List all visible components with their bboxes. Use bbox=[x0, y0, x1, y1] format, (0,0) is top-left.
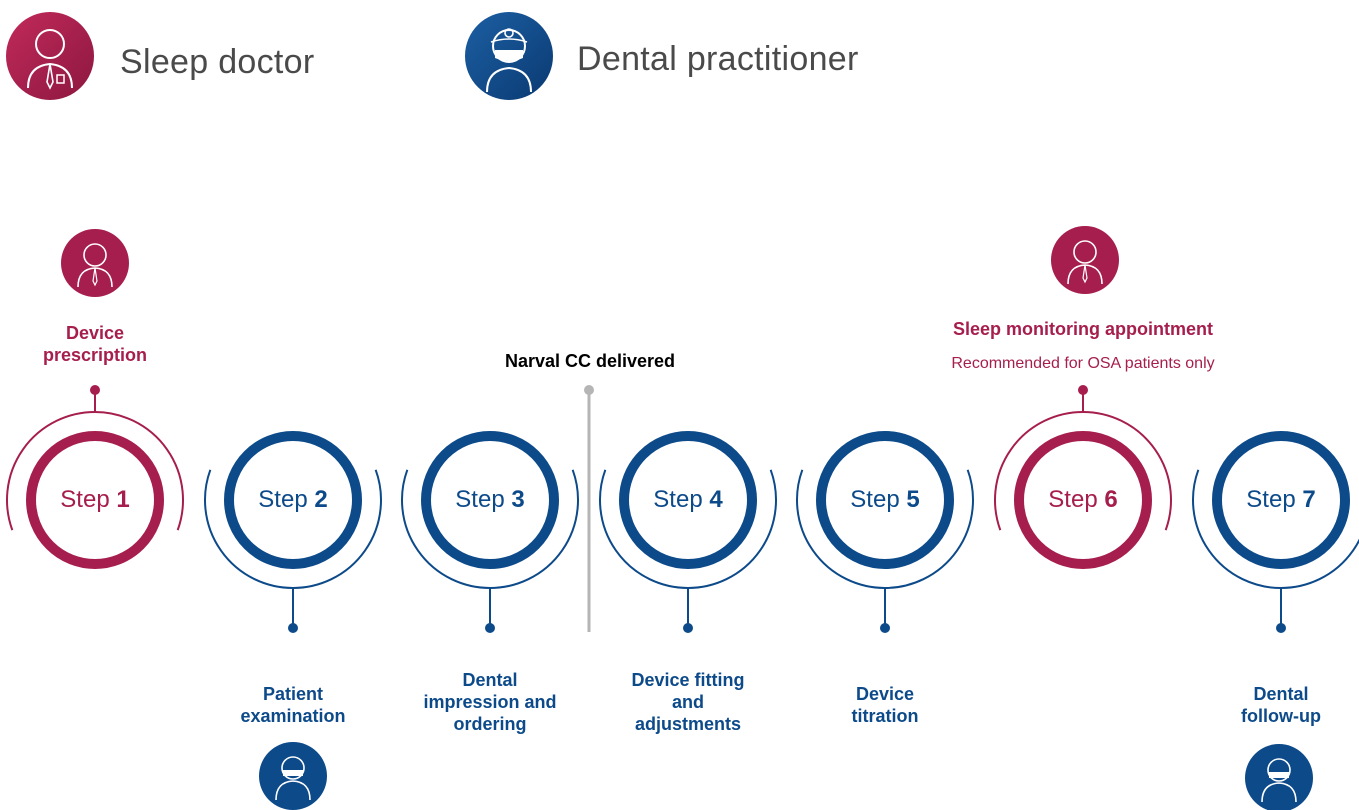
step-number: 1 bbox=[116, 486, 130, 513]
step-1-arc bbox=[6, 411, 184, 531]
step-word: Step bbox=[258, 486, 315, 513]
step-1-label: Device prescription bbox=[42, 323, 148, 365]
dentist-icon bbox=[259, 742, 327, 810]
step-number: 5 bbox=[906, 486, 920, 513]
milestone-label: Narval CC delivered bbox=[504, 351, 676, 371]
step-2-title: Step 2 bbox=[233, 486, 353, 514]
step-5-title: Step 5 bbox=[825, 486, 945, 514]
step-number: 6 bbox=[1104, 486, 1118, 513]
step-7-ring bbox=[1212, 431, 1350, 569]
milestone-dot bbox=[584, 385, 594, 395]
step-3-label: Dental impression and ordering bbox=[423, 670, 557, 734]
step-4-arc bbox=[599, 469, 777, 589]
step-2-label: Patient examination bbox=[240, 684, 346, 726]
step-word: Step bbox=[850, 486, 907, 513]
step-2-ring bbox=[224, 431, 362, 569]
doctor-icon bbox=[6, 12, 94, 100]
step-5-dot bbox=[880, 623, 890, 633]
step-6-sublabel: Recommended for OSA patients only bbox=[951, 355, 1215, 372]
step-4-ring bbox=[619, 431, 757, 569]
step-1-title: Step 1 bbox=[35, 486, 155, 514]
dentist-icon bbox=[1245, 744, 1313, 810]
step-number: 3 bbox=[511, 486, 525, 513]
legend-label-dental-practitioner: Dental practitioner bbox=[577, 40, 859, 78]
step-word: Step bbox=[1246, 486, 1303, 513]
step-3-dot bbox=[485, 623, 495, 633]
step-word: Step bbox=[60, 486, 117, 513]
step-7-label: Dental follow-up bbox=[1241, 684, 1321, 726]
step-3-title: Step 3 bbox=[430, 486, 550, 514]
step-3-ring bbox=[421, 431, 559, 569]
step-6-ring bbox=[1014, 431, 1152, 569]
step-6-title: Step 6 bbox=[1023, 486, 1143, 514]
legend-label-sleep-doctor: Sleep doctor bbox=[120, 43, 315, 81]
step-5-ring bbox=[816, 431, 954, 569]
step-4-title: Step 4 bbox=[628, 486, 748, 514]
step-word: Step bbox=[1048, 486, 1105, 513]
step-number: 7 bbox=[1302, 486, 1316, 513]
step-1-ring bbox=[26, 431, 164, 569]
dentist-icon bbox=[465, 12, 553, 100]
step-6-label: Sleep monitoring appointment bbox=[953, 319, 1213, 339]
step-5-arc bbox=[796, 469, 974, 589]
step-5-label: Device titration bbox=[851, 684, 919, 726]
legend: Sleep doctor Dental practitioner bbox=[0, 0, 1359, 110]
step-2-arc bbox=[204, 469, 382, 589]
step-number: 4 bbox=[709, 486, 723, 513]
step-word: Step bbox=[653, 486, 710, 513]
step-2-dot bbox=[288, 623, 298, 633]
step-word: Step bbox=[455, 486, 512, 513]
step-3-arc bbox=[401, 469, 579, 589]
step-7-dot bbox=[1276, 623, 1286, 633]
doctor-icon bbox=[1051, 226, 1119, 294]
step-number: 2 bbox=[314, 486, 328, 513]
step-4-dot bbox=[683, 623, 693, 633]
step-4-label: Device fitting and adjustments bbox=[631, 670, 745, 734]
doctor-icon bbox=[61, 229, 129, 297]
step-7-title: Step 7 bbox=[1221, 486, 1341, 514]
